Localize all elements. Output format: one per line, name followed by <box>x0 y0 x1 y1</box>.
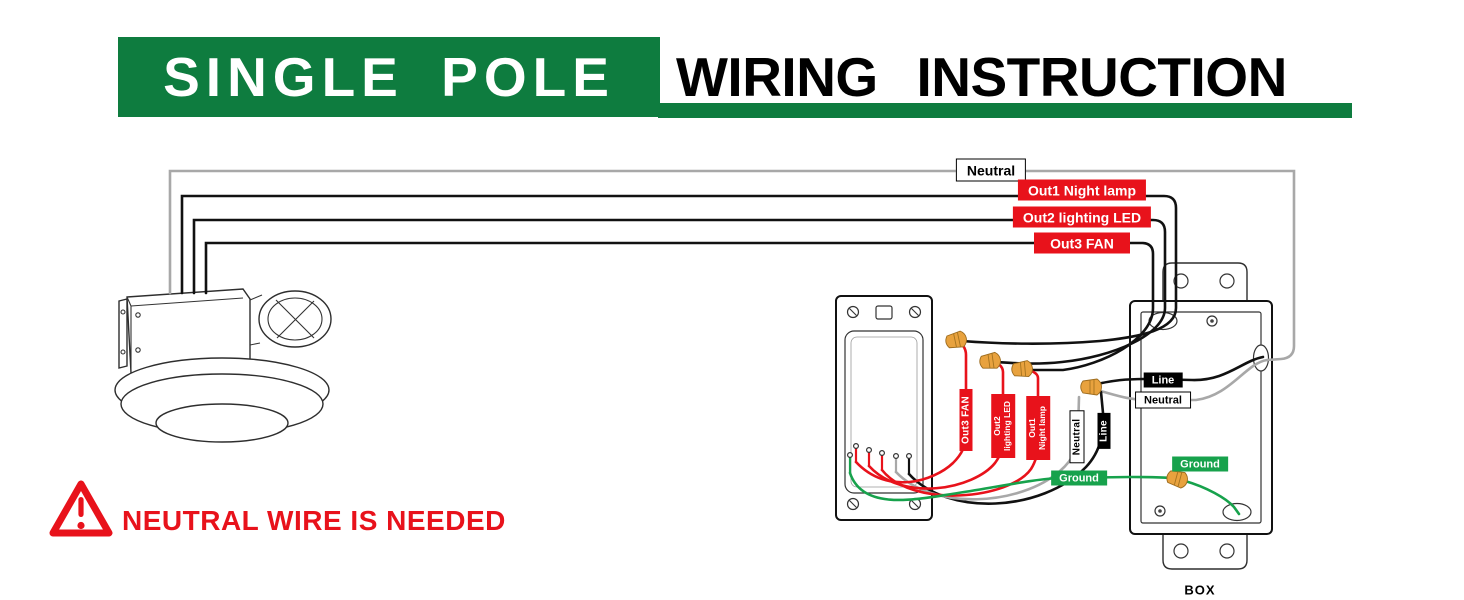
warning-icon <box>49 480 113 537</box>
out2-label-vertical: Out2 lighting LED <box>991 394 1015 458</box>
switch-module-icon <box>835 295 933 521</box>
title-secondary: WIRING INSTRUCTION <box>676 46 1287 108</box>
banner-strip <box>658 103 1352 118</box>
wire-nut-icon <box>1166 470 1188 489</box>
ground-label-left: Ground <box>1051 470 1107 486</box>
out3-label-top: Out3 FAN <box>1034 232 1130 254</box>
out2-label-top: Out2 lighting LED <box>1012 206 1152 228</box>
fan-fixture-icon <box>114 288 332 443</box>
neutral-wire-top <box>168 169 1296 402</box>
ground-label-right: Ground <box>1172 456 1228 472</box>
wire-nut-icon <box>1080 378 1102 396</box>
line-label-box: Line <box>1143 372 1183 388</box>
out1-label-line2: Night lamp <box>1037 406 1047 450</box>
box-caption: BOX <box>1184 582 1216 598</box>
wire-nut-icon <box>945 330 967 349</box>
neutral-label-vertical: Neutral <box>1069 410 1085 464</box>
line-label-vertical: Line <box>1097 413 1111 449</box>
out2-wire <box>192 218 1167 365</box>
out3-wire <box>204 241 1155 372</box>
neutral-label-box: Neutral <box>1135 391 1191 409</box>
warning-text: NEUTRAL WIRE IS NEEDED <box>122 505 506 536</box>
ground-wire <box>848 471 1173 502</box>
out3-red-wire <box>854 339 968 484</box>
line-wire-box <box>1092 355 1265 387</box>
wall-box-icon <box>1129 262 1273 570</box>
ground-wire-2 <box>1183 479 1241 516</box>
out1-label-vertical: Out1 Night lamp <box>1026 396 1050 460</box>
out1-label-top: Out1 Night lamp <box>1017 179 1147 201</box>
title-banner: SINGLE POLE <box>118 37 660 117</box>
out1-red-wire <box>880 367 1040 497</box>
wire-nuts <box>945 330 1188 489</box>
neutral-label-top: Neutral <box>955 158 1027 182</box>
out2-label-line2: lighting LED <box>1002 400 1012 452</box>
wire-nut-icon <box>979 351 1001 369</box>
out3-label-vertical: Out3 FAN <box>959 389 973 451</box>
wire-nut-icon <box>1011 360 1033 377</box>
title-primary: SINGLE POLE <box>163 46 615 108</box>
